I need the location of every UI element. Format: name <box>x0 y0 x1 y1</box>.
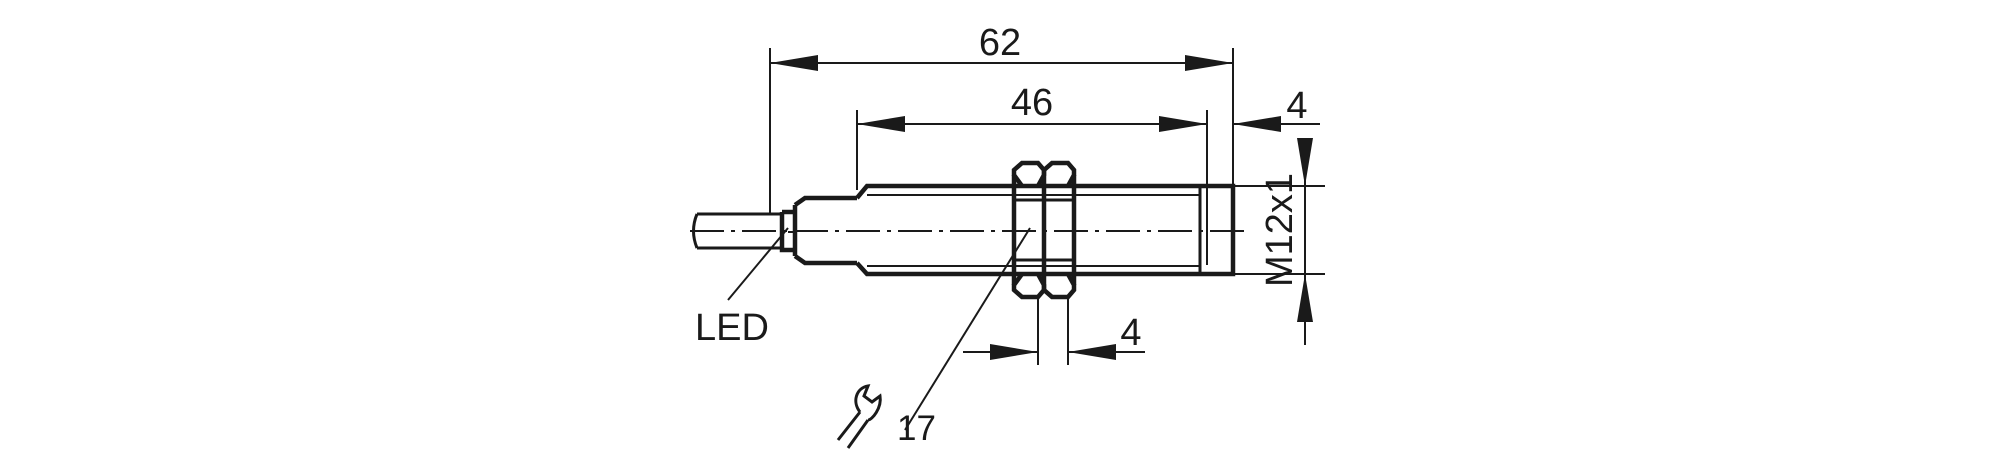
dimension-nut-width: 4 <box>963 297 1145 365</box>
led-label: LED <box>695 307 769 349</box>
wrench-size-label: 17 <box>897 409 936 448</box>
dimension-label-46: 46 <box>1011 82 1053 124</box>
dimension-overall-length: 62 <box>769 22 1234 215</box>
arrow-head <box>1297 138 1313 186</box>
dimension-end-offset: 4 <box>1160 85 1320 132</box>
led-callout: LED <box>695 227 789 349</box>
arrow-head <box>857 116 905 132</box>
dimension-label-end-4: 4 <box>1286 85 1307 127</box>
arrow-head <box>1297 274 1313 322</box>
dimension-label-nut-4: 4 <box>1120 312 1141 354</box>
sensor-body <box>690 160 1245 300</box>
arrow-head <box>1233 116 1281 132</box>
dimension-thread-length: 46 <box>856 82 1208 265</box>
arrow-head <box>770 55 818 71</box>
wrench-leader-line <box>904 227 1031 431</box>
threaded-section <box>855 183 1236 277</box>
wrench-icon <box>836 384 882 449</box>
arrow-head <box>1185 55 1233 71</box>
dimension-thread-size: M12x1 <box>1233 138 1325 345</box>
led-leader-line <box>727 227 789 301</box>
wrench-callout: 17 <box>836 227 1031 449</box>
arrow-head <box>1068 344 1116 360</box>
dimension-label-62: 62 <box>979 22 1021 64</box>
arrow-head <box>990 344 1038 360</box>
dimension-label-m12x1: M12x1 <box>1259 173 1301 287</box>
